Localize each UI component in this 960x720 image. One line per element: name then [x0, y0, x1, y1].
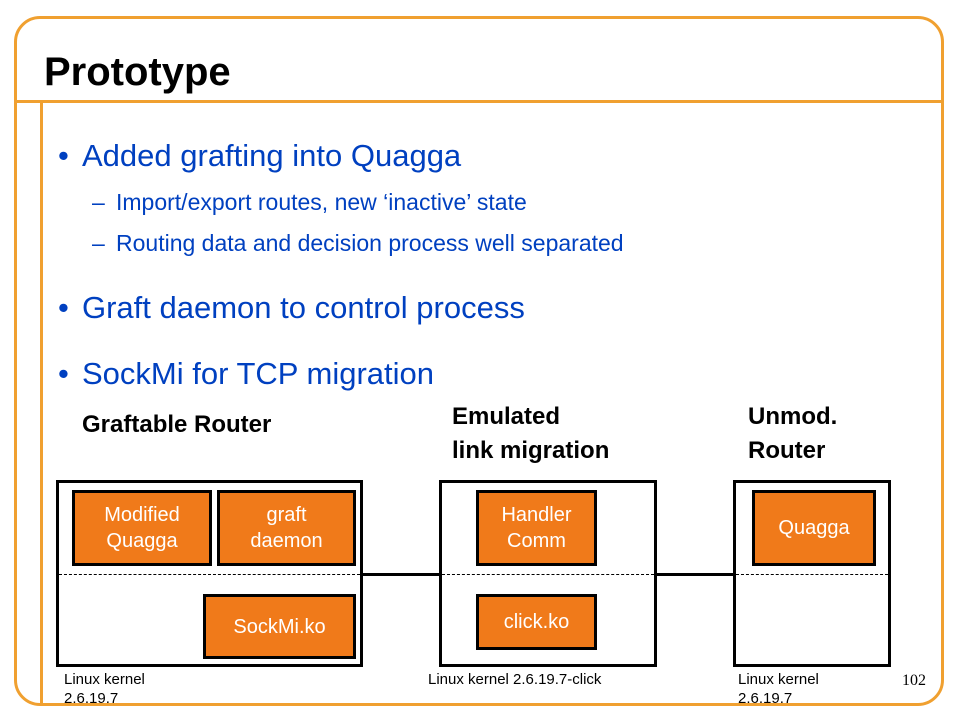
- bullet-text: Added grafting into Quagga: [82, 138, 462, 173]
- slide-title: Prototype: [44, 50, 231, 94]
- bullet-graft-daemon: • Graft daemon to control process: [58, 290, 525, 326]
- graftable-router-box: Modified Quagga graft daemon SockMi.ko: [56, 480, 363, 667]
- sub-bullet-text: Import/export routes, new ‘inactive’ sta…: [116, 189, 527, 215]
- emulated-link-box: Handler Comm click.ko: [439, 480, 657, 667]
- left-divider: [40, 100, 43, 706]
- sub-bullet-import-export: –Import/export routes, new ‘inactive’ st…: [92, 189, 527, 216]
- user-kernel-separator: [736, 574, 888, 575]
- page-number: 102: [902, 672, 926, 689]
- slide-frame: [14, 16, 944, 706]
- modified-quagga-module: Modified Quagga: [72, 490, 212, 566]
- user-kernel-separator: [442, 574, 654, 575]
- link-1-2: [360, 573, 442, 576]
- sub-bullet-dash: –: [92, 189, 105, 215]
- bullet-grafting: • Added grafting into Quagga: [58, 138, 461, 174]
- unmod-kernel-label: Linux kernel 2.6.19.7: [738, 671, 819, 707]
- bullet-sockmi: • SockMi for TCP migration: [58, 356, 434, 392]
- handler-comm-module: Handler Comm: [476, 490, 597, 566]
- bullet-dot: •: [58, 138, 69, 173]
- click-ko-module: click.ko: [476, 594, 597, 650]
- bullet-text: SockMi for TCP migration: [82, 356, 435, 391]
- bullet-text: Graft daemon to control process: [82, 290, 525, 325]
- sockmi-module: SockMi.ko: [203, 594, 356, 659]
- graft-daemon-module: graft daemon: [217, 490, 356, 566]
- quagga-module: Quagga: [752, 490, 876, 566]
- bullet-dot: •: [58, 290, 69, 325]
- user-kernel-separator: [59, 574, 360, 575]
- sub-bullet-text: Routing data and decision process well s…: [116, 230, 624, 256]
- emulated-link-heading: Emulated link migration: [452, 403, 610, 464]
- emulated-kernel-label: Linux kernel 2.6.19.7-click: [428, 671, 602, 688]
- unmod-router-heading: Unmod. Router: [748, 403, 838, 464]
- graftable-router-heading: Graftable Router: [82, 411, 272, 438]
- sub-bullet-routing-data: –Routing data and decision process well …: [92, 230, 624, 257]
- graftable-kernel-label: Linux kernel 2.6.19.7: [64, 671, 145, 707]
- link-2-3: [654, 573, 736, 576]
- sub-bullet-dash: –: [92, 230, 105, 256]
- unmod-router-box: Quagga: [733, 480, 891, 667]
- bullet-dot: •: [58, 356, 69, 391]
- title-divider: [14, 100, 944, 103]
